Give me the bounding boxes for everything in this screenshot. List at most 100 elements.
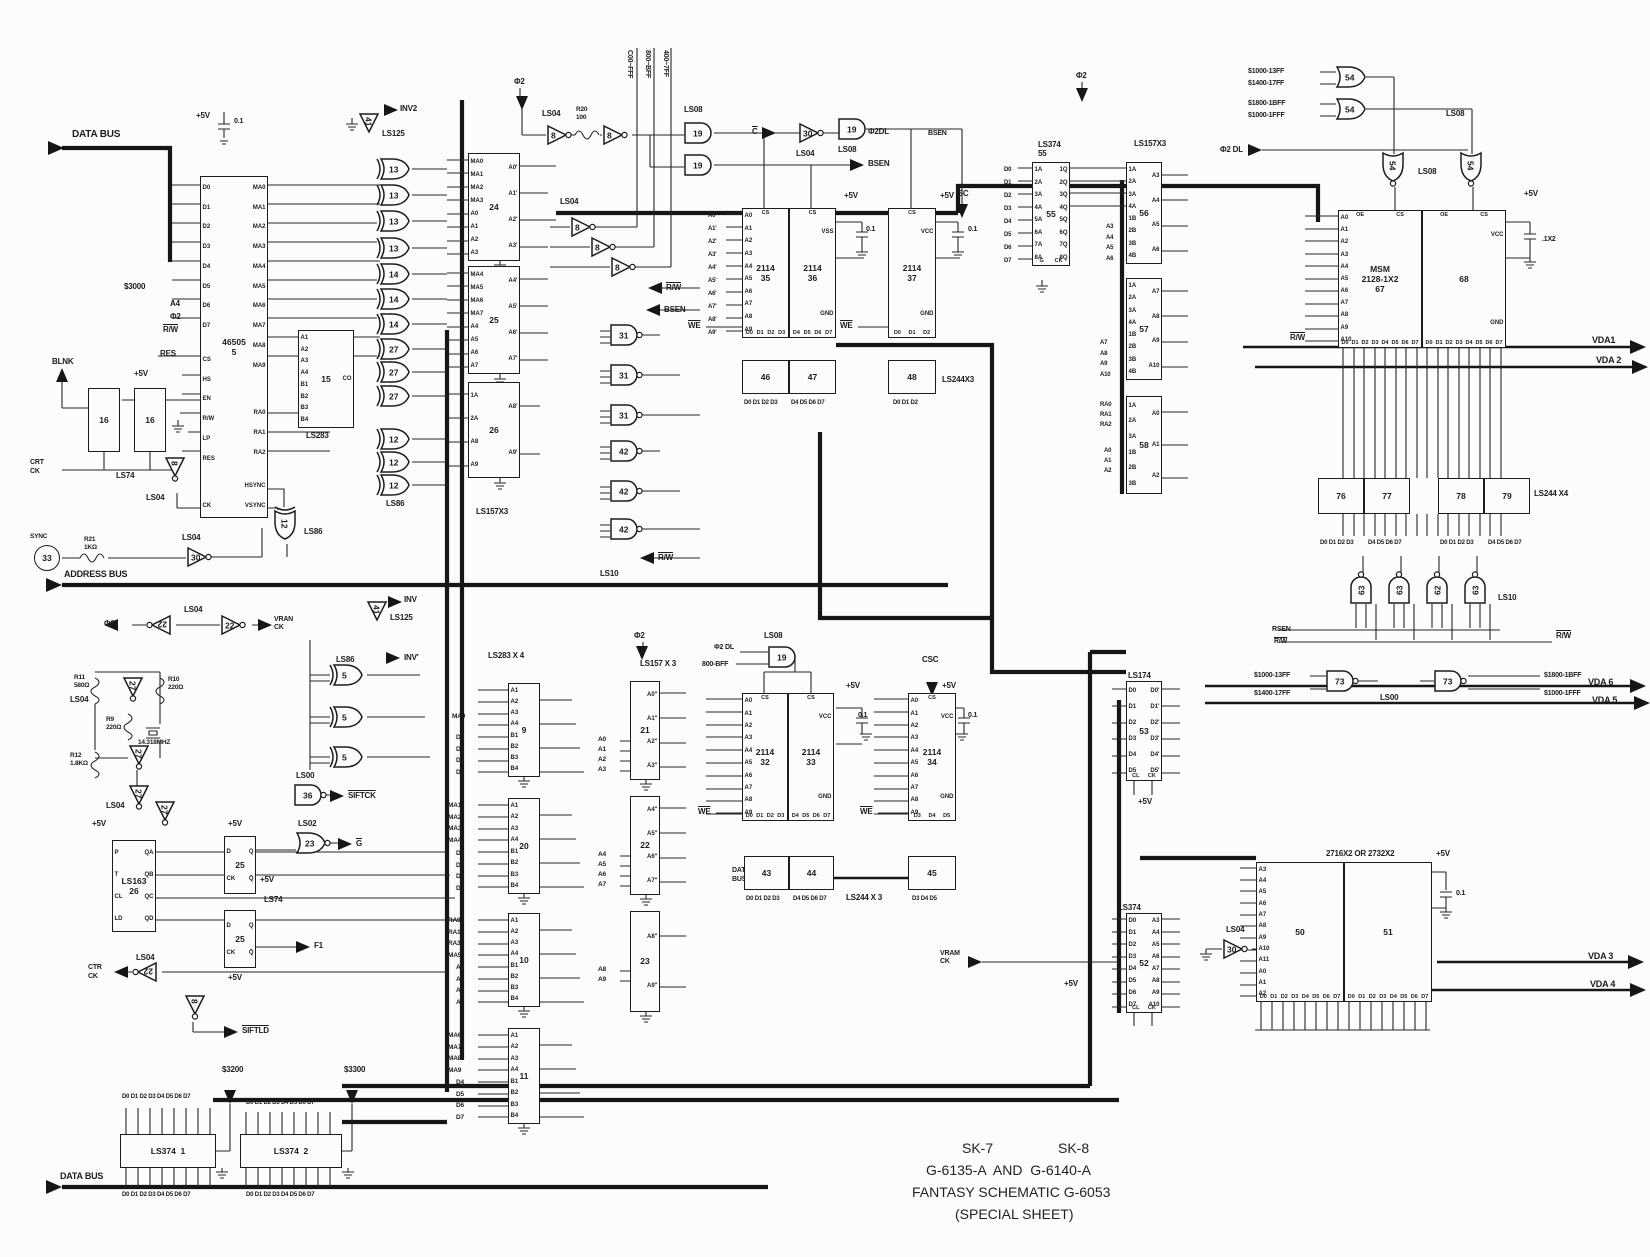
svg-text:73: 73 [1443, 677, 1453, 687]
svg-text:12: 12 [389, 435, 399, 445]
pin-d5: D5 [1312, 994, 1320, 1000]
svg-text:42: 42 [619, 487, 629, 497]
label-a0-a1-a2-a3: A0 A1 A2 A3 [456, 964, 464, 1007]
pin-d7: D7 [1128, 1002, 1137, 1008]
ic-label: 45 [927, 867, 937, 878]
pin-a7: A7 [1151, 966, 1160, 972]
pin-cs: CS [1480, 212, 1488, 218]
pin-ma7: MA7 [470, 310, 484, 317]
label-1000-1fff: $1000-1FFF [1544, 690, 1581, 697]
ic-label: 57 [1139, 323, 1149, 334]
pin-a7: A7 [744, 301, 753, 308]
pin-a5: A5 [470, 336, 479, 343]
pin-a4: A4 [910, 747, 919, 754]
pin-d3: D3 [1455, 340, 1463, 346]
pin-a10: A10 [1148, 1002, 1160, 1008]
pin-ma5: MA5 [252, 283, 266, 290]
pin-d0: D0 [1341, 340, 1349, 346]
pin-ck: CK [1147, 773, 1156, 779]
ic-label: LS374 1 [150, 1145, 186, 1156]
ic-label: 46 [760, 371, 771, 382]
pin-1a: 1A [470, 392, 479, 399]
pin-ma8: MA8 [252, 343, 266, 349]
ic-78: 78 [1438, 478, 1484, 514]
label-5v: +5V [134, 369, 148, 378]
pin-ma5: MA5 [470, 284, 484, 291]
label-ls86: LS86 [386, 499, 405, 508]
gate-nand-63: 63 [1350, 571, 1372, 604]
pin-d6: D6 [202, 303, 211, 310]
label-ls10: LS10 [600, 569, 619, 578]
label-r12-1-8k: R12 1.8KΩ [70, 752, 88, 767]
pin-a6: A6" [646, 854, 658, 861]
pin-a0: A0 [744, 698, 753, 705]
label-2dl: Φ2DL [868, 127, 889, 136]
label-ra0-ra1-ra3-ma5: RA0 RA1 RA3 MA5 [448, 917, 462, 960]
pin-d3: D3 [1128, 954, 1137, 960]
label-a7-a8-a9-a10: A7 A8 A9 A10 [1100, 340, 1111, 378]
pin-a6: A6 [470, 349, 479, 356]
pin-d7: D7 [1495, 340, 1503, 346]
label-ls04: LS04 [796, 149, 815, 158]
pin-a1: A1 [744, 710, 753, 717]
pin-d0: D0 [1128, 918, 1137, 924]
gate-and-19: 19 [684, 154, 712, 176]
label-ls04: LS04 [146, 493, 165, 502]
label-2: Φ2 [170, 312, 181, 321]
pin-a2: A2 [510, 814, 519, 821]
label-ls157x3: LS157X3 [1134, 139, 1166, 148]
pin-lp: LP [202, 435, 211, 442]
pin-3a: 3A [1128, 191, 1137, 198]
pin-2b: 2B [1128, 344, 1137, 351]
pin-d3: D3 [777, 813, 785, 819]
pin-cs: CS [807, 695, 815, 701]
ic-label: 11 [519, 1070, 529, 1081]
pin-d1: D1 [1128, 704, 1137, 710]
pin-a10: A10 [1258, 945, 1270, 952]
ic-label: 77 [1382, 490, 1392, 501]
pin-a4: A4" [646, 806, 658, 813]
pin-4q: 4Q [1059, 204, 1068, 211]
pin-hs: HS [202, 376, 211, 383]
pin-3b: 3B [1128, 240, 1137, 247]
pin-7a: 7A [1034, 242, 1043, 249]
pin-a5: A5 [1258, 889, 1267, 896]
pin-a8: A8 [1151, 978, 1160, 984]
svg-text:13: 13 [389, 217, 399, 227]
gate-inv-27: 27 [128, 785, 150, 810]
label-ls02: LS02 [298, 819, 317, 828]
gate-inv-8: 8 [571, 216, 596, 238]
label-ls04: LS04 [1226, 925, 1245, 934]
pin-a5: A5 [1340, 275, 1349, 282]
label-ctr-ck: CTR CK [88, 964, 102, 980]
pin-qd: QD [144, 916, 154, 922]
pin-a9: A9 [744, 809, 753, 816]
pin-ma1: MA1 [470, 171, 484, 178]
pin-cl: CL [1132, 773, 1140, 779]
label-ma0: MA0 [452, 713, 466, 720]
svg-text:19: 19 [777, 653, 787, 663]
pin-a0: A0 [1340, 215, 1349, 222]
label-ls125: LS125 [390, 613, 413, 622]
label-r-w: R/W [658, 553, 673, 562]
title-name: FANTASY SCHEMATIC G-6053 [912, 1184, 1111, 1200]
label-ls08: LS08 [1446, 109, 1465, 118]
pin-d0: D0 [1259, 994, 1267, 1000]
svg-text:22: 22 [143, 967, 153, 977]
label-r-w: R/W [1290, 333, 1305, 342]
svg-text:41: 41 [364, 117, 374, 127]
pin-d5: D5 [1128, 768, 1137, 774]
pin-d3: D3 [202, 244, 211, 251]
pin-6q: 6Q [1059, 229, 1068, 236]
gate-nand-63: 63 [1388, 571, 1410, 604]
label-vram-ck: VRAM CK [940, 950, 960, 965]
pin-q: Q̄ [248, 875, 254, 882]
ic-label: 9 [521, 724, 527, 735]
svg-text:13: 13 [389, 191, 399, 201]
label-0-1: 0.1 [968, 226, 978, 233]
pin-b3: B3 [510, 871, 519, 878]
pin-a5: A5 [744, 760, 753, 767]
